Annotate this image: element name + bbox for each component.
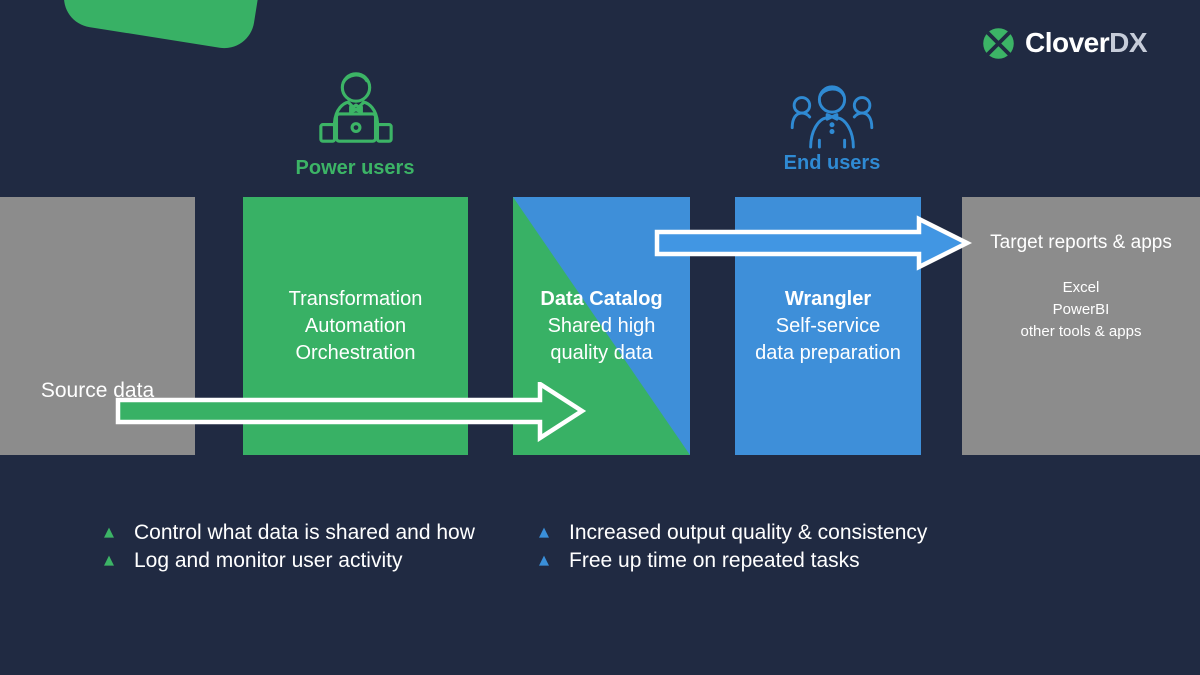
target-reports-box: Target reports & apps Excel PowerBI othe… xyxy=(962,197,1200,455)
benefit-text: Log and monitor user activity xyxy=(134,549,403,572)
benefit-text: Control what data is shared and how xyxy=(134,521,475,544)
power-user-at-laptop-icon xyxy=(319,72,393,143)
benefit-text: Increased output quality & consistency xyxy=(569,521,928,544)
data-catalog-title: Data Catalog xyxy=(540,287,663,310)
blue-right-arrow xyxy=(654,215,973,271)
list-item: ▲ Control what data is shared and how xyxy=(104,519,475,547)
end-users-group-icon xyxy=(790,85,874,149)
end-user-benefits-list: ▲ Increased output quality & consistency… xyxy=(539,519,927,575)
green-right-arrow xyxy=(115,382,587,443)
green-blob-decoration xyxy=(59,0,265,53)
blue-triangle-bullet-icon: ▲ xyxy=(539,525,549,540)
logo-brand-suffix: DX xyxy=(1109,27,1148,58)
benefit-text: Free up time on repeated tasks xyxy=(569,549,860,572)
list-item: ▲ Increased output quality & consistency xyxy=(539,519,927,547)
clover-icon xyxy=(983,27,1014,59)
transformation-line: Transformation xyxy=(288,287,423,310)
list-item: ▲ Free up time on repeated tasks xyxy=(539,547,927,575)
power-users-label: Power users xyxy=(295,157,415,179)
wrangler-subtitle-line: data preparation xyxy=(755,341,901,364)
target-items: Excel PowerBI other tools & apps xyxy=(962,277,1200,343)
wrangler-label: Wrangler Self-service data preparation xyxy=(735,197,921,455)
green-triangle-bullet-icon: ▲ xyxy=(104,525,114,540)
transformation-label: Transformation Automation Orchestration xyxy=(243,197,468,455)
logo-brand: Clover xyxy=(1025,27,1110,58)
green-triangle-bullet-icon: ▲ xyxy=(104,553,114,568)
data-catalog-subtitle-line: quality data xyxy=(550,341,653,364)
target-item: Excel xyxy=(1062,279,1100,296)
source-data-label: Source data xyxy=(40,379,155,402)
list-item: ▲ Log and monitor user activity xyxy=(104,547,475,575)
data-catalog-label: Data Catalog Shared high quality data xyxy=(513,197,690,455)
target-item: PowerBI xyxy=(1052,301,1110,318)
cloverdx-logo: CloverDX xyxy=(982,26,1148,60)
wrangler-title: Wrangler xyxy=(784,287,872,310)
target-title: Target reports & apps xyxy=(990,232,1172,253)
blue-triangle-bullet-icon: ▲ xyxy=(539,553,549,568)
end-users-label: End users xyxy=(783,152,881,174)
power-user-benefits-list: ▲ Control what data is shared and how ▲ … xyxy=(104,519,475,575)
transformation-line: Orchestration xyxy=(295,341,416,364)
logo-wordmark: CloverDX xyxy=(1025,26,1148,60)
target-item: other tools & apps xyxy=(1020,323,1142,340)
wrangler-subtitle-line: Self-service xyxy=(775,314,881,337)
transformation-line: Automation xyxy=(304,314,407,337)
data-catalog-subtitle-line: Shared high xyxy=(547,314,656,337)
